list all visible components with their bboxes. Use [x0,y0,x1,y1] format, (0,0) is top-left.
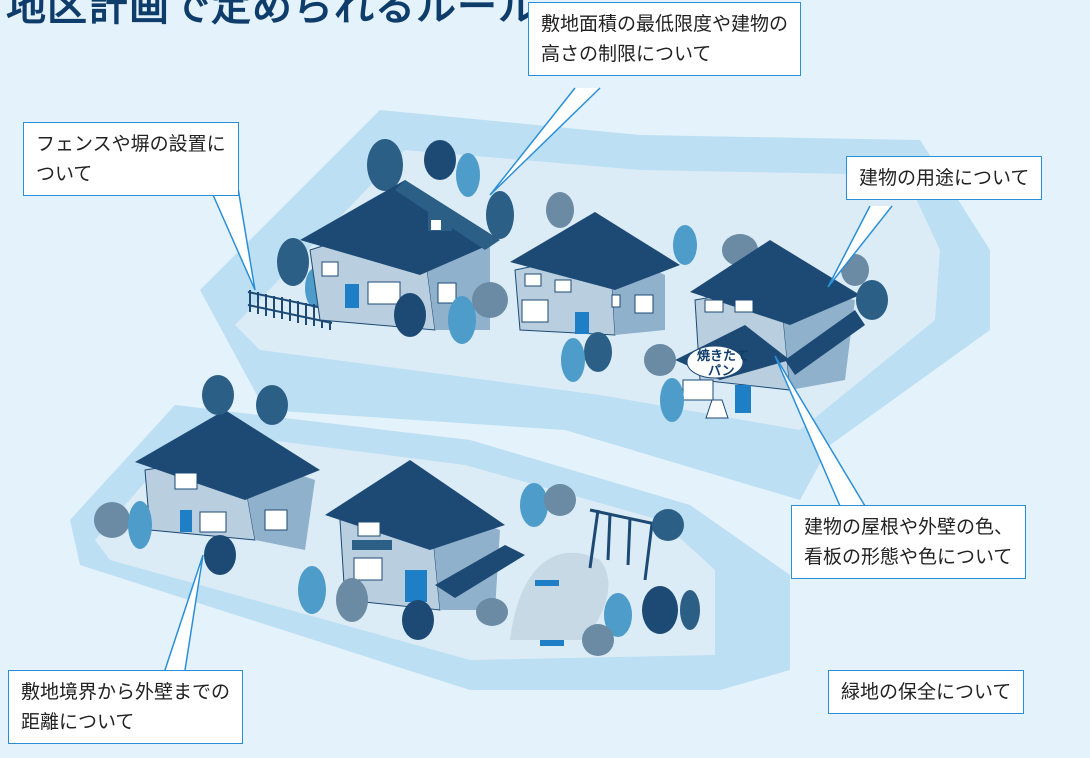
trees-upper-back [277,139,869,308]
house-4 [135,410,320,550]
callout-setback-line2: 距離について [21,711,135,733]
callout-building-use: 建物の用途について [846,156,1043,200]
callout-setback-line1: 敷地境界から外壁までの [21,681,231,703]
shop-sign-line1: 焼きたて [697,348,749,364]
callout-fence: フェンスや塀の設置に ついて [23,122,239,196]
callout-green-space: 緑地の保全について [828,670,1025,714]
callout-use-line1: 建物の用途について [859,167,1030,189]
page-title: 地区計画で定められるルール [6,0,539,30]
callout-roof-wall-color: 建物の屋根や外壁の色、 看板の形態や色について [791,505,1027,579]
callout-pointers [164,87,893,671]
shop-sign-line2: パン [708,364,735,379]
trees-foreground [94,280,888,656]
callout-lot-area-line1: 敷地面積の最低限度や建物の [541,13,789,35]
callout-fence-line1: フェンスや塀の設置に [36,133,226,155]
house-2 [510,212,680,336]
house-3-bakery: 焼きたて パン [675,240,865,419]
callout-lot-area-height: 敷地面積の最低限度や建物の 高さの制限について [528,2,802,76]
park-path [510,552,609,640]
callout-lot-area-line2: 高さの制限について [541,43,712,65]
callout-fence-line2: ついて [36,163,93,185]
house-5 [325,460,525,611]
playground [535,508,661,646]
callout-setback: 敷地境界から外壁までの 距離について [8,670,244,744]
callout-color-line2: 看板の形態や色について [804,546,1013,568]
callout-color-line1: 建物の屋根や外壁の色、 [804,516,1014,538]
callout-green-line1: 緑地の保全について [841,681,1012,703]
